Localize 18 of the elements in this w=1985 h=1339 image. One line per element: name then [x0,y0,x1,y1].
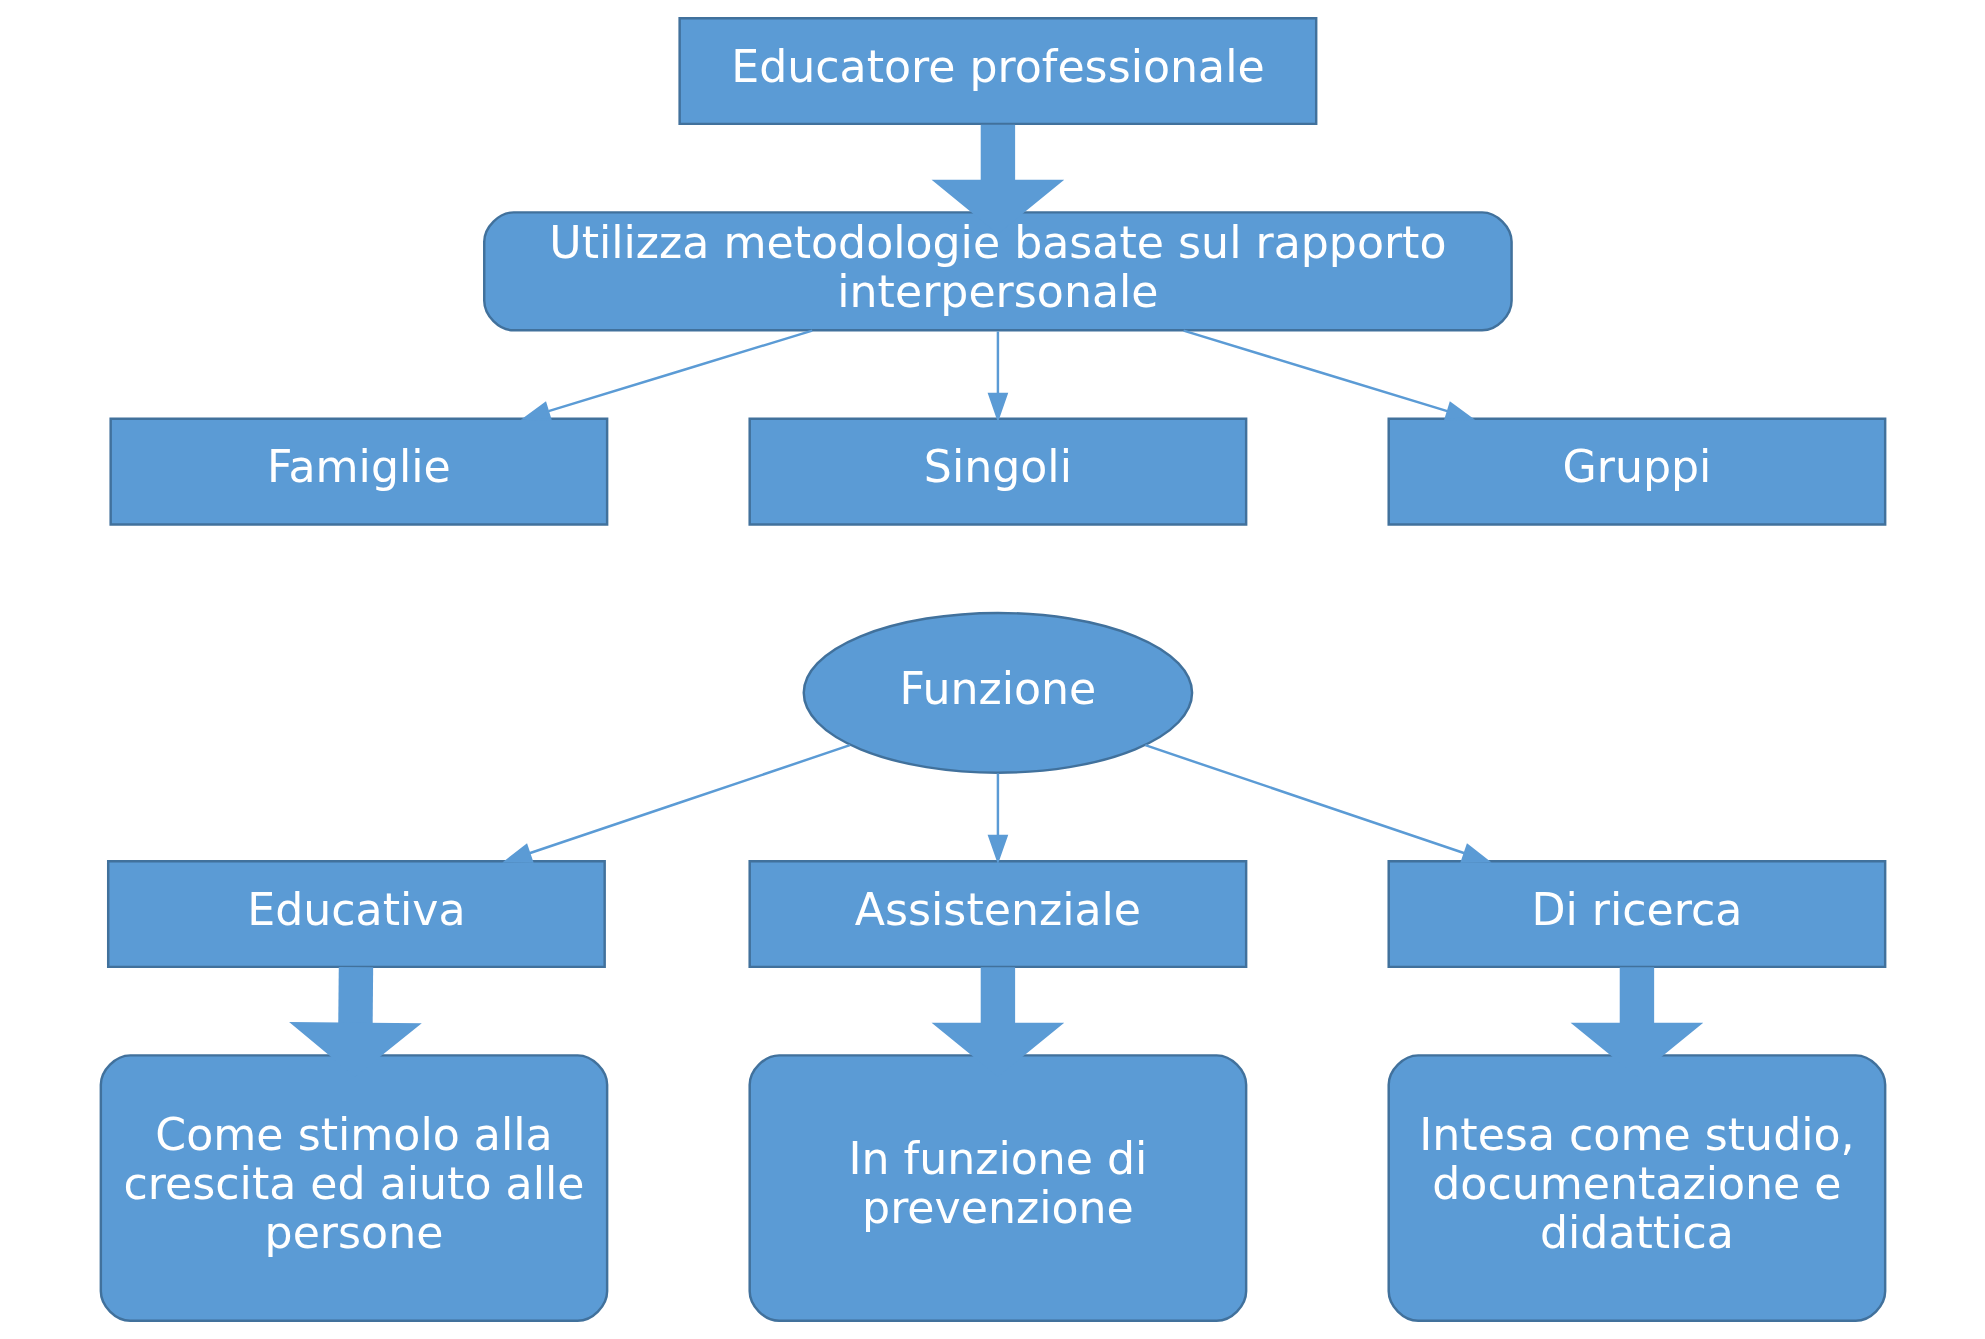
arrow [987,331,1008,423]
arrow [520,329,813,421]
arrow [1144,744,1492,863]
arrow [987,773,1008,865]
node-box: Assistenziale [747,860,1247,969]
node-box: Come stimolo alla crescita ed aiuto alle persone [99,1054,608,1323]
node-box: Educativa [106,860,606,969]
node-box: Utilizza metodologie basate sul rapporto interpersonale [482,211,1513,332]
arrow [1182,329,1475,421]
node-box: Intesa come studio, documentazione e didattica [1386,1054,1886,1323]
node-box: Gruppi [1386,417,1886,526]
node-box: Singoli [747,417,1247,526]
node-box: In funzione di prevenzione [747,1054,1247,1323]
node-box: Famiglie [108,417,608,526]
node-box: Educatore professionale [677,16,1317,126]
arrow [501,744,850,863]
node-ellipse: Funzione [802,611,1193,774]
node-box: Di ricerca [1386,860,1886,969]
